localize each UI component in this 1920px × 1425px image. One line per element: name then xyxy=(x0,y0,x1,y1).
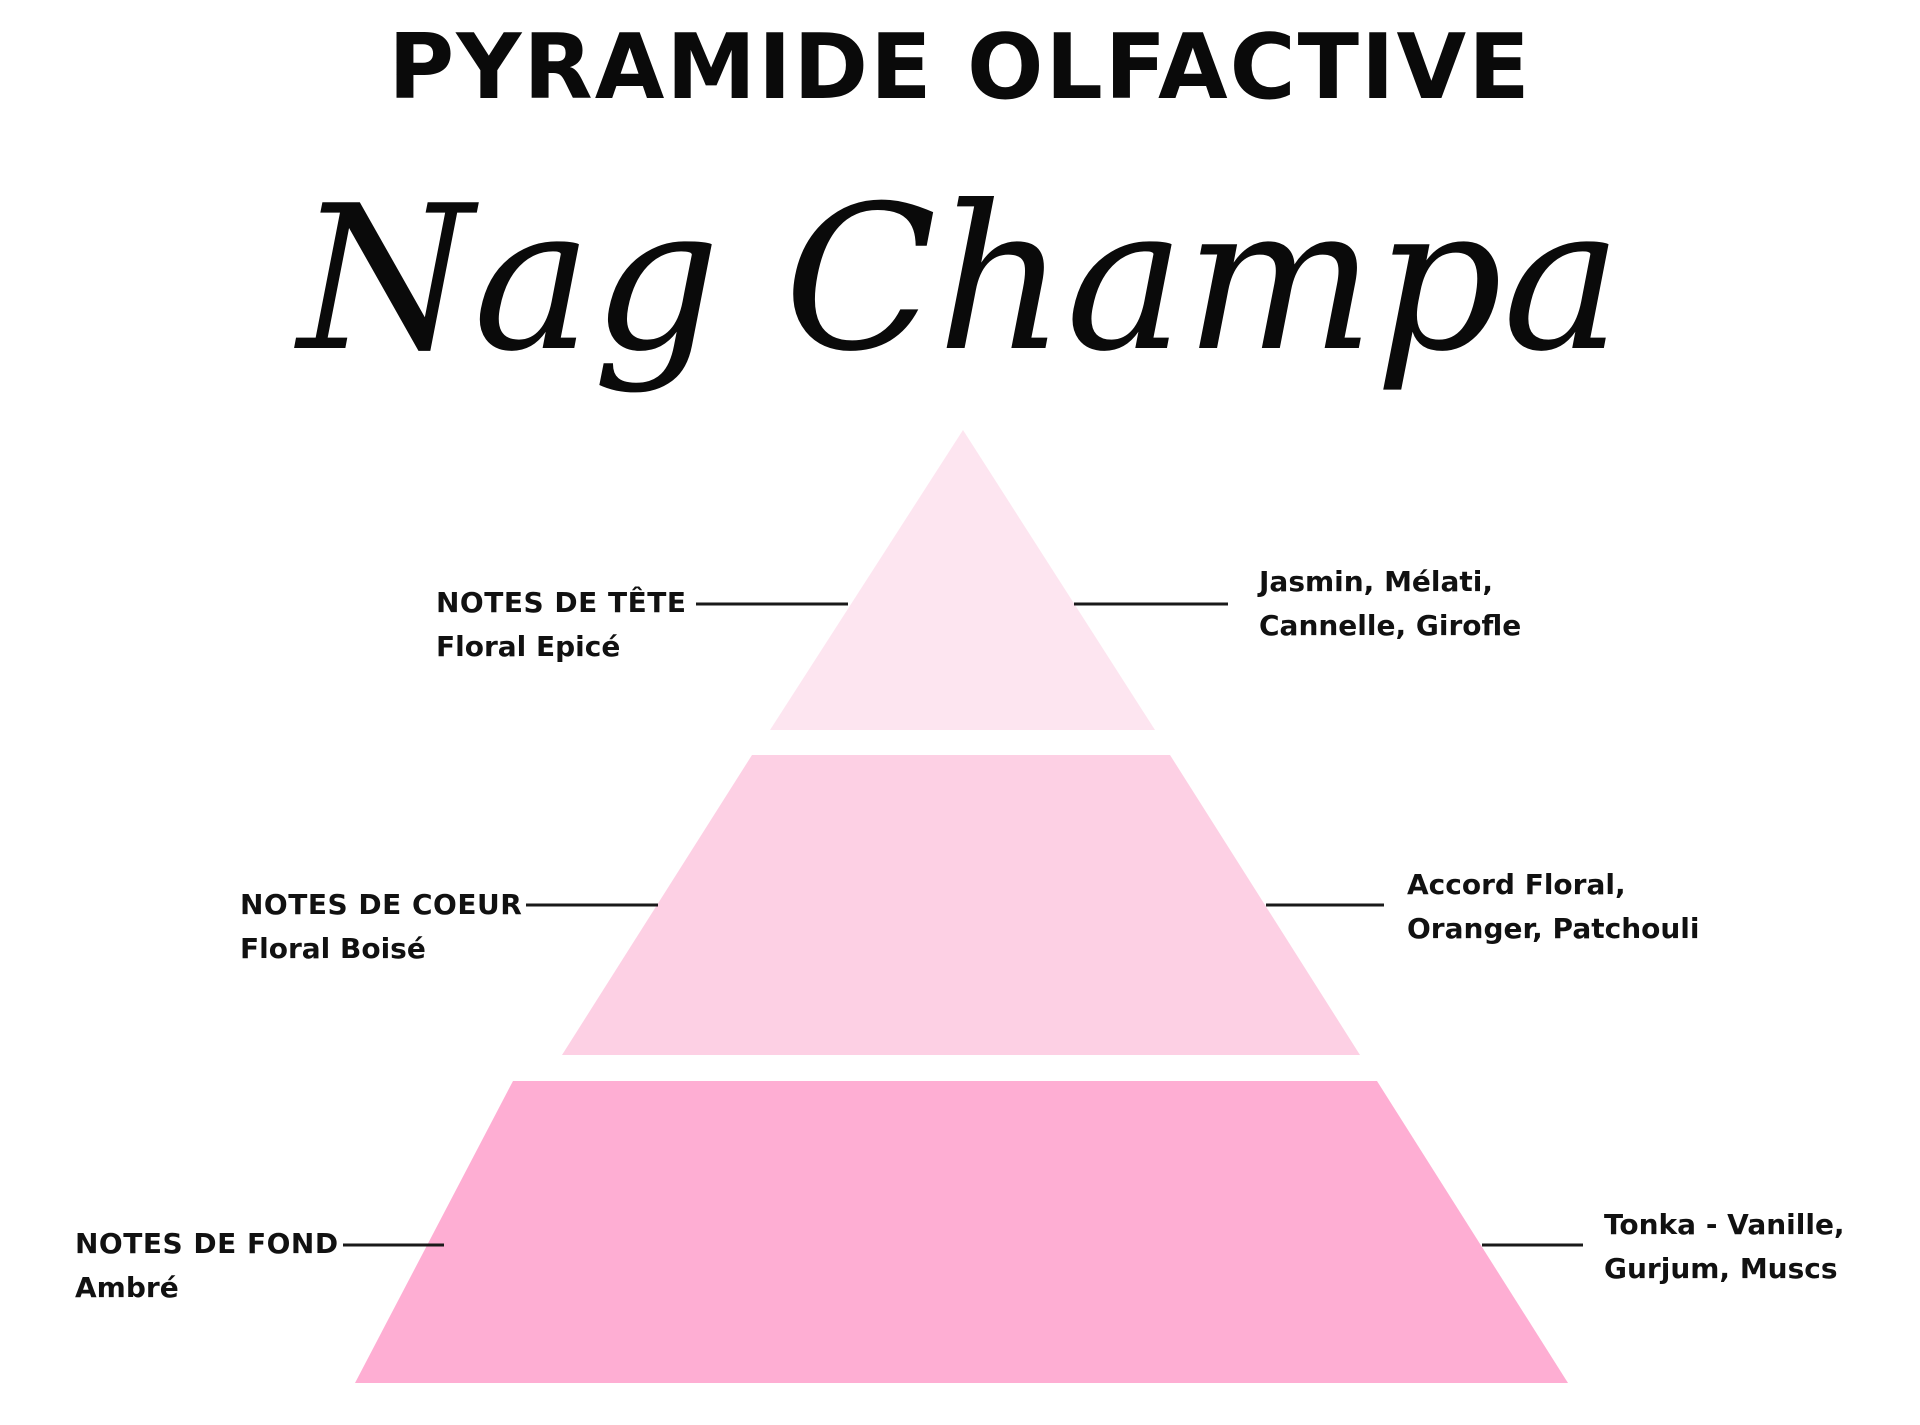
heart-notes-label: NOTES DE COEUR Floral Boisé xyxy=(240,883,522,971)
top-notes-family: Floral Epicé xyxy=(436,630,621,663)
base-notes-family: Ambré xyxy=(75,1271,179,1304)
pyramid-tier-middle xyxy=(562,755,1360,1055)
page-title: PYRAMIDE OLFACTIVE xyxy=(388,15,1532,120)
pyramid-tier-top xyxy=(770,430,1155,730)
heart-notes-line-2: Oranger, Patchouli xyxy=(1407,912,1700,945)
base-notes-line-1: Tonka - Vanille, xyxy=(1604,1208,1845,1241)
heart-notes-line-1: Accord Floral, xyxy=(1407,868,1626,901)
top-notes-line-2: Cannelle, Girofle xyxy=(1259,609,1522,642)
pyramid-tier-base xyxy=(355,1081,1568,1383)
top-notes-line-1: Jasmin, Mélati, xyxy=(1259,565,1494,598)
base-notes-line-2: Gurjum, Muscs xyxy=(1604,1252,1838,1285)
base-notes-label: NOTES DE FOND Ambré xyxy=(75,1222,339,1310)
base-notes-ingredients: Tonka - Vanille, Gurjum, Muscs xyxy=(1604,1203,1845,1291)
top-notes-label: NOTES DE TÊTE Floral Epicé xyxy=(436,581,686,669)
heart-notes-heading: NOTES DE COEUR xyxy=(240,888,523,921)
product-name: Nag Champa xyxy=(298,163,1622,396)
top-notes-heading: NOTES DE TÊTE xyxy=(436,586,687,619)
base-notes-heading: NOTES DE FOND xyxy=(75,1227,339,1260)
top-notes-ingredients: Jasmin, Mélati, Cannelle, Girofle xyxy=(1259,560,1521,648)
heart-notes-family: Floral Boisé xyxy=(240,932,426,965)
heart-notes-ingredients: Accord Floral, Oranger, Patchouli xyxy=(1407,863,1700,951)
